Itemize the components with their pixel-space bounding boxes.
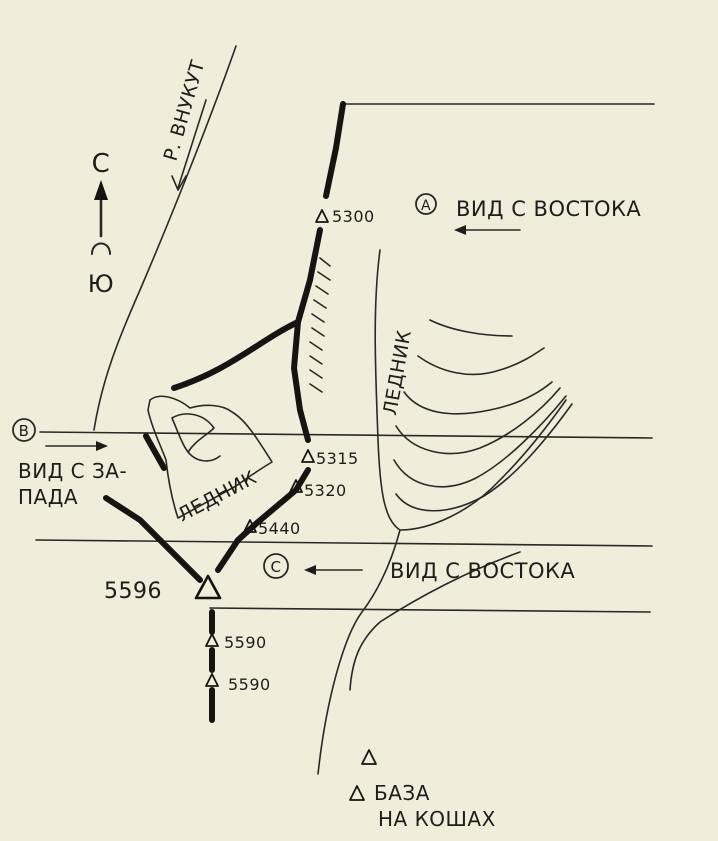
view-b-marker-circle: [12, 418, 36, 442]
view-c-label: ВИД С ВОСТОКА: [390, 559, 575, 583]
height-5300: 5300: [332, 207, 375, 226]
view-b: В ВИД С ЗА- ПАДА: [12, 418, 127, 509]
valley-line-2: [349, 551, 521, 691]
compass-tail: [91, 242, 111, 255]
view-a-marker: А: [421, 198, 431, 214]
view-c-arrow-head: [304, 565, 316, 575]
glacier-contour-1: [429, 319, 513, 337]
height-points: 5300 5315 5320 5440 5596 5590 5590: [104, 207, 375, 694]
height-5440: 5440: [258, 519, 301, 538]
river-vnukut: [93, 45, 237, 431]
section-line-c-upper: [35, 539, 653, 547]
glacier-west-inner: [171, 413, 215, 453]
compass-north: С: [92, 149, 111, 179]
river-flow-arrow: [171, 99, 207, 191]
glacier-label-west: ЛЕДНИК: [174, 467, 260, 527]
summit-triangle: [194, 574, 222, 600]
base-label-line1: БАЗА: [374, 781, 430, 805]
view-c-marker: С: [271, 558, 282, 576]
glacier-label-east: ЛЕДНИК: [379, 328, 416, 417]
view-b-label-line2: ПАДА: [18, 485, 78, 509]
ridge-north: [323, 101, 346, 199]
section-line-b: [39, 431, 653, 439]
glacier-contour-4: [395, 387, 561, 455]
base-triangle-1: [361, 749, 377, 765]
base-triangle-2: [349, 785, 365, 801]
peak-triangle-5590a: [205, 633, 219, 647]
glacier-contour-3: [403, 381, 553, 415]
glacier-contour-6: [395, 403, 573, 512]
steep-slope-hatching: [309, 257, 331, 393]
ridge-west-to-summit: [103, 495, 203, 583]
summit-height: 5596: [104, 579, 162, 604]
view-a-arrow-head: [454, 225, 466, 235]
base-camp: БАЗА НА КОШАХ: [349, 749, 496, 831]
compass-arrow-head: [94, 180, 108, 200]
compass-south: Ю: [88, 270, 114, 298]
compass: С Ю: [88, 149, 114, 298]
view-c: С ВИД С ВОСТОКА: [263, 553, 575, 583]
glacier-contour-5: [393, 395, 567, 488]
peak-triangle-5440: [243, 519, 257, 533]
view-a-marker-circle: [415, 193, 437, 215]
view-b-marker: В: [19, 422, 30, 440]
height-5590b: 5590: [228, 675, 271, 694]
height-5590a: 5590: [224, 633, 267, 652]
ridge-short-segment: [143, 433, 167, 471]
view-a: А ВИД С ВОСТОКА: [415, 193, 641, 235]
section-lines: [35, 103, 655, 613]
peak-triangle-5590b: [205, 673, 219, 687]
ridge-south: [215, 467, 311, 573]
valley-line-1: [317, 529, 401, 775]
glacier-west-inner-2: [187, 451, 221, 462]
base-label-line2: НА КОШАХ: [378, 807, 496, 831]
glacier-west-outline: [147, 395, 273, 519]
ridge-north-2: [291, 227, 323, 443]
view-b-arrow-head: [96, 441, 108, 451]
view-a-label: ВИД С ВОСТОКА: [456, 197, 641, 221]
section-line-c-lower: [209, 607, 651, 613]
view-b-label-line1: ВИД С ЗА-: [18, 459, 127, 483]
ridge-spur-west: [171, 319, 301, 391]
height-5320: 5320: [304, 481, 347, 500]
height-5315: 5315: [316, 449, 359, 468]
peak-triangle-5300: [315, 209, 329, 223]
glacier-contour-2: [417, 347, 545, 376]
view-c-marker-circle: [263, 553, 289, 579]
peak-triangle-5320: [289, 479, 303, 493]
peak-triangle-5315: [301, 449, 315, 463]
